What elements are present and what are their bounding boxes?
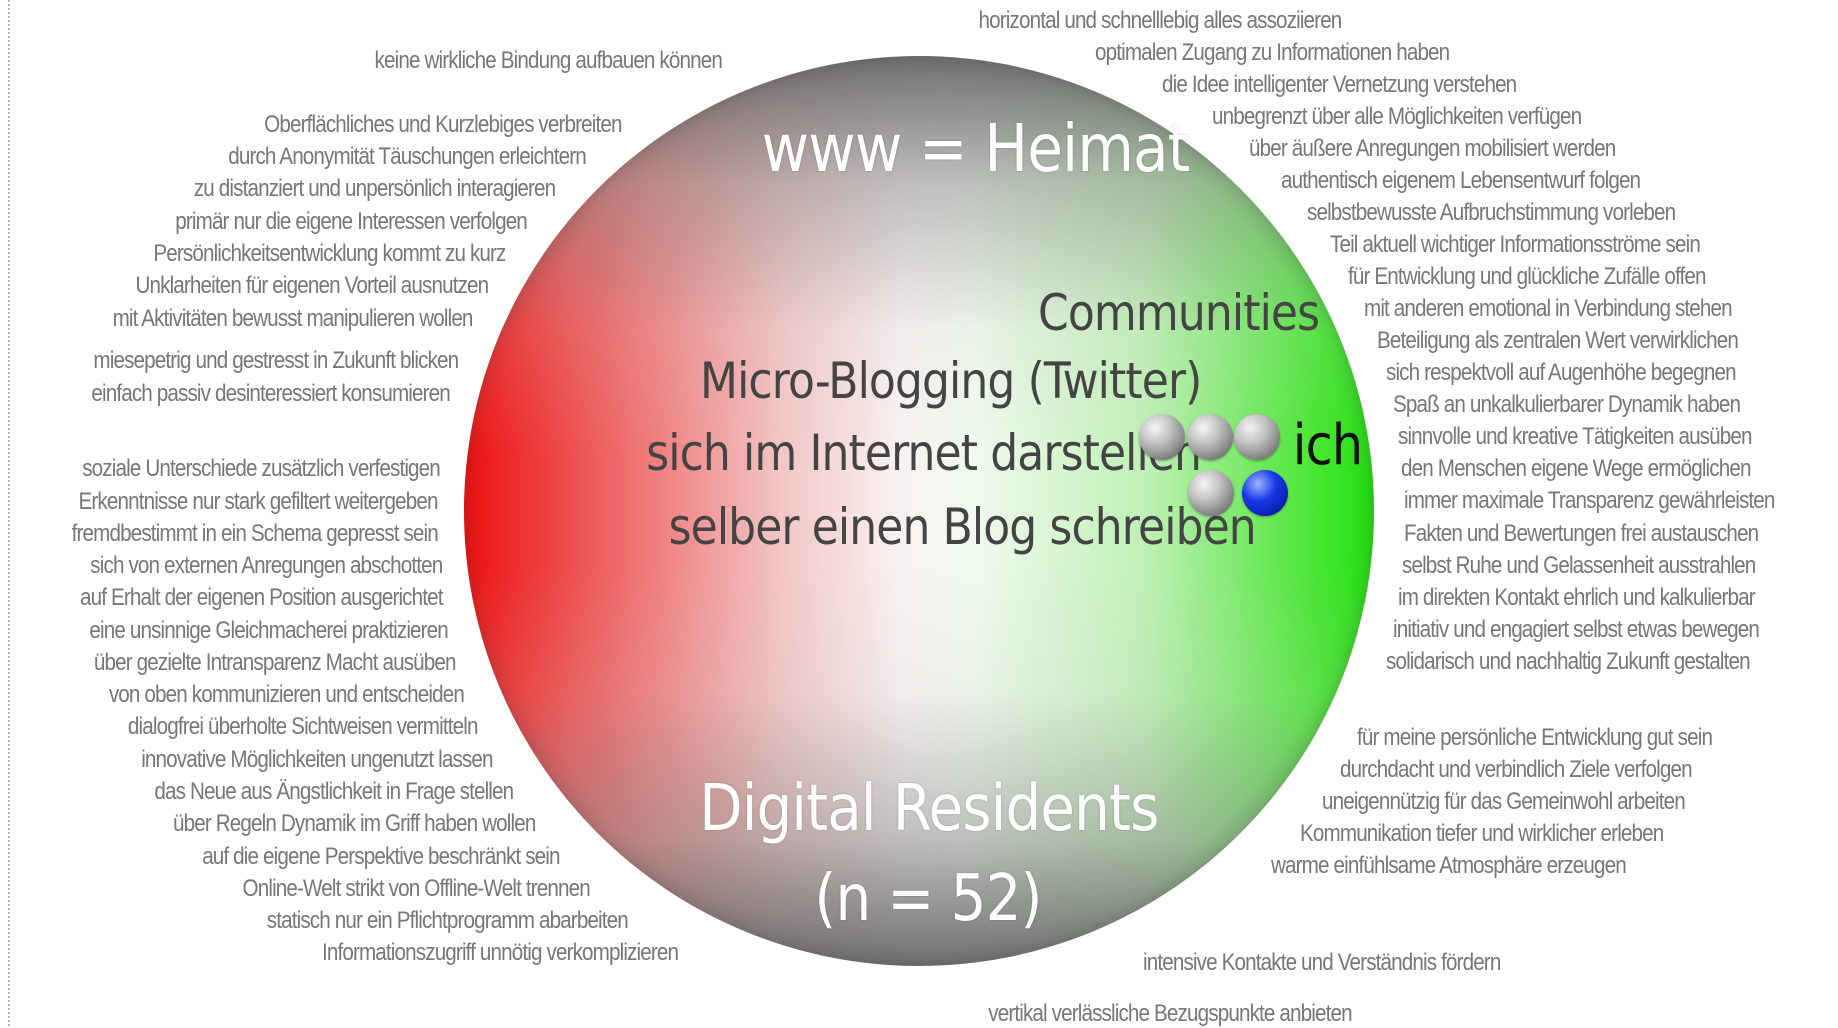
left-statement: primär nur die eigene Interessen verfolg… bbox=[175, 208, 528, 235]
left-statement: Erkenntnisse nur stark gefiltert weiterg… bbox=[78, 488, 439, 515]
peer-dot bbox=[1139, 414, 1185, 460]
left-border bbox=[8, 0, 10, 1026]
right-statement: authentisch eigenem Lebensentwurf folgen bbox=[1281, 167, 1641, 194]
left-statement: Persönlichkeitsentwicklung kommt zu kurz bbox=[152, 240, 506, 267]
right-statement: für meine persönliche Entwicklung gut se… bbox=[1357, 724, 1713, 751]
left-statement: einfach passiv desinteressiert konsumier… bbox=[91, 380, 450, 407]
left-statement: Online-Welt strikt von Offline-Welt tren… bbox=[242, 875, 591, 902]
left-statement: Informationszugriff unnötig verkomplizie… bbox=[321, 939, 679, 966]
left-statement: mit Aktivitäten bewusst manipulieren wol… bbox=[113, 305, 474, 332]
left-statement: miesepetrig und gestresst in Zukunft bli… bbox=[93, 347, 459, 374]
right-statement: optimalen Zugang zu Informationen haben bbox=[1095, 39, 1450, 66]
label-micro-blogging: Micro-Blogging (Twitter) bbox=[700, 352, 1202, 410]
left-statement: soziale Unterschiede zusätzlich verfesti… bbox=[82, 455, 441, 482]
left-statement: über gezielte Intransparenz Macht ausübe… bbox=[94, 649, 457, 676]
bottom-statement: vertikal verlässliche Bezugspunkte anbie… bbox=[988, 1000, 1352, 1027]
right-statement: Kommunikation tiefer und wirklicher erle… bbox=[1300, 820, 1664, 847]
right-statement: uneigennützig für das Gemeinwohl arbeite… bbox=[1322, 788, 1686, 815]
sphere-title-bottom: Digital Residents bbox=[699, 772, 1159, 846]
left-statement: Oberflächliches und Kurzlebiges verbreit… bbox=[264, 111, 623, 138]
label-blog-schreiben: selber einen Blog schreiben bbox=[668, 498, 1257, 556]
label-internet-darstellen: sich im Internet darstellen bbox=[646, 424, 1202, 482]
right-statement: solidarisch und nachhaltig Zukunft gesta… bbox=[1386, 648, 1751, 675]
left-statement: das Neue aus Ängstlichkeit in Frage stel… bbox=[154, 778, 514, 805]
left-statement: Unklarheiten für eigenen Vorteil ausnutz… bbox=[135, 272, 489, 299]
right-statement: durchdacht und verbindlich Ziele verfolg… bbox=[1340, 756, 1693, 783]
left-statement: fremdbestimmt in ein Schema gepresst sei… bbox=[71, 520, 439, 547]
right-statement: über äußere Anregungen mobilisiert werde… bbox=[1249, 135, 1616, 162]
peer-dot bbox=[1187, 414, 1233, 460]
right-statement: Teil aktuell wichtiger Informationsström… bbox=[1330, 231, 1701, 258]
right-statement: im direkten Kontakt ehrlich und kalkulie… bbox=[1398, 584, 1756, 611]
left-statement: statisch nur ein Pflichtprogramm abarbei… bbox=[266, 907, 629, 934]
right-statement: intensive Kontakte und Verständnis förde… bbox=[1143, 949, 1501, 976]
right-statement: den Menschen eigene Wege ermöglichen bbox=[1401, 455, 1751, 482]
left-statement: dialogfrei überholte Sichtweisen vermitt… bbox=[128, 713, 479, 740]
left-statement: auf die eigene Perspektive beschränkt se… bbox=[202, 843, 561, 870]
right-statement: selbstbewusste Aufbruchstimmung vorleben bbox=[1307, 199, 1676, 226]
right-statement: Beteiligung als zentralen Wert verwirkli… bbox=[1377, 327, 1739, 354]
right-statement: für Entwicklung und glückliche Zufälle o… bbox=[1348, 263, 1706, 290]
left-statement: über Regeln Dynamik im Griff haben wolle… bbox=[172, 810, 536, 837]
left-statement: innovative Möglichkeiten ungenutzt lasse… bbox=[141, 746, 494, 773]
peer-dot bbox=[1234, 414, 1280, 460]
sphere-title-top: www = Heimat bbox=[761, 110, 1191, 187]
left-statement: zu distanziert und unpersönlich interagi… bbox=[193, 175, 556, 202]
left-statement: sich von externen Anregungen abschotten bbox=[89, 552, 443, 579]
self-dot bbox=[1242, 470, 1288, 516]
sample-size: (n = 52) bbox=[814, 862, 1042, 936]
right-statement: sinnvolle und kreative Tätigkeiten ausüb… bbox=[1398, 423, 1752, 450]
top-statement: horizontal und schnelllebig alles assozi… bbox=[978, 7, 1343, 34]
left-statement: auf Erhalt der eigenen Position ausgeric… bbox=[80, 584, 443, 611]
marker-label-ich: ich bbox=[1292, 413, 1363, 478]
right-statement: Spaß an unkalkulierbarer Dynamik haben bbox=[1393, 391, 1741, 418]
right-statement: immer maximale Transparenz gewährleisten bbox=[1404, 487, 1775, 514]
right-statement: warme einfühlsame Atmosphäre erzeugen bbox=[1271, 852, 1627, 879]
right-statement: unbegrenzt über alle Möglichkeiten verfü… bbox=[1212, 103, 1582, 130]
left-statement: keine wirkliche Bindung aufbauen können bbox=[374, 47, 723, 74]
right-statement: initiativ und engagiert selbst etwas bew… bbox=[1393, 616, 1760, 643]
peer-dot bbox=[1188, 470, 1234, 516]
right-statement: Fakten und Bewertungen frei austauschen bbox=[1404, 520, 1759, 547]
left-statement: eine unsinnige Gleichmacherei praktizier… bbox=[89, 617, 448, 644]
right-statement: die Idee intelligenter Vernetzung verste… bbox=[1162, 71, 1517, 98]
label-communities: Communities bbox=[1038, 284, 1320, 342]
left-statement: durch Anonymität Täuschungen erleichtern bbox=[228, 143, 586, 170]
right-statement: sich respektvoll auf Augenhöhe begegnen bbox=[1386, 359, 1737, 386]
left-statement: von oben kommunizieren und entscheiden bbox=[108, 681, 465, 708]
right-statement: mit anderen emotional in Verbindung steh… bbox=[1364, 295, 1733, 322]
right-statement: selbst Ruhe und Gelassenheit ausstrahlen bbox=[1402, 552, 1756, 579]
